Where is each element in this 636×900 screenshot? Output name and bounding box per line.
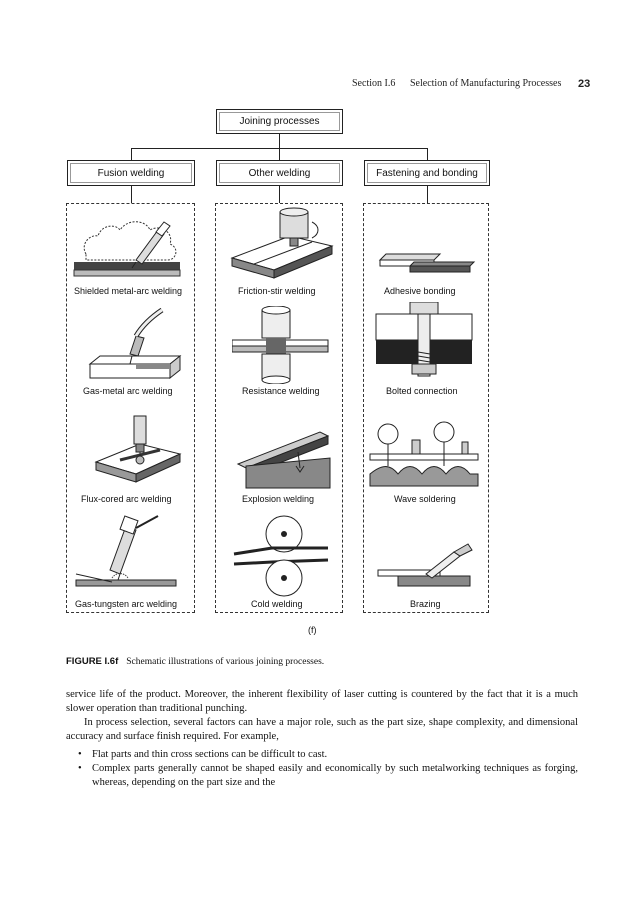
paragraph: service life of the product. Moreover, t… — [66, 689, 578, 714]
category-label: Other welding — [248, 167, 311, 179]
category-box-fastening: Fastening and bonding — [364, 160, 490, 186]
page-header: Section I.6 Selection of Manufacturing P… — [0, 78, 636, 94]
figure-caption: FIGURE I.6f Schematic illustrations of va… — [66, 656, 324, 667]
running-title: Selection of Manufacturing Processes — [410, 78, 562, 89]
other-item-label: Resistance welding — [242, 386, 320, 396]
fusion-column — [66, 203, 195, 613]
category-label: Fusion welding — [97, 167, 165, 179]
fastening-item-label: Wave soldering — [394, 494, 456, 504]
fusion-item-label: Gas-metal arc welding — [83, 386, 173, 396]
bullet-item: Flat parts and thin cross sections can b… — [66, 748, 578, 762]
page-number: 23 — [578, 78, 591, 90]
figure-part-label: (f) — [308, 625, 317, 635]
connector — [131, 186, 132, 203]
bolted-connection-illustration — [375, 302, 473, 377]
fastening-item-label: Bolted connection — [386, 386, 458, 396]
caption-label: FIGURE I.6f — [66, 656, 119, 667]
category-box-other: Other welding — [216, 160, 343, 186]
cold-welding-illustration — [233, 515, 329, 597]
connector — [131, 148, 132, 160]
brazing-illustration — [377, 543, 473, 587]
category-label: Fastening and bonding — [376, 167, 478, 179]
connector — [279, 134, 280, 148]
fastening-column — [363, 203, 489, 613]
connector — [279, 148, 280, 160]
paragraph: In process selection, several factors ca… — [66, 717, 578, 742]
flux-cored-arc-illustration — [94, 415, 182, 483]
resistance-welding-illustration — [232, 306, 329, 384]
root-label: Joining processes — [239, 116, 320, 127]
fastening-item-label: Brazing — [410, 599, 441, 609]
gas-metal-arc-illustration — [88, 307, 182, 380]
connector — [427, 148, 428, 160]
adhesive-bonding-illustration — [378, 253, 476, 273]
fastening-item-label: Adhesive bonding — [384, 286, 456, 296]
connector — [279, 186, 280, 203]
other-item-label: Friction-stir welding — [238, 286, 316, 296]
body-text: service life of the product. Moreover, t… — [66, 688, 578, 790]
bullet-list: Flat parts and thin cross sections can b… — [66, 748, 578, 790]
bullet-item: Complex parts generally cannot be shaped… — [66, 762, 578, 790]
explosion-welding-illustration — [236, 431, 331, 489]
category-box-fusion: Fusion welding — [67, 160, 195, 186]
fusion-item-label: Flux-cored arc welding — [81, 494, 172, 504]
other-column — [215, 203, 343, 613]
fusion-item-label: Gas-tungsten arc welding — [75, 599, 178, 609]
gas-tungsten-arc-illustration — [75, 515, 177, 587]
caption-text: Schematic illustrations of various joini… — [126, 657, 325, 667]
section-number: Section I.6 — [352, 78, 396, 89]
wave-soldering-illustration — [369, 421, 479, 487]
other-item-label: Explosion welding — [242, 494, 315, 504]
root-box: Joining processes — [216, 109, 343, 134]
figure-joining-processes: Joining processes Fusion welding Other w… — [66, 109, 490, 635]
fusion-item-label: Shielded metal-arc welding — [74, 286, 183, 296]
friction-stir-illustration — [230, 207, 334, 279]
other-item-label: Cold welding — [251, 599, 303, 609]
shielded-metal-arc-illustration — [73, 221, 181, 277]
connector — [427, 186, 428, 203]
